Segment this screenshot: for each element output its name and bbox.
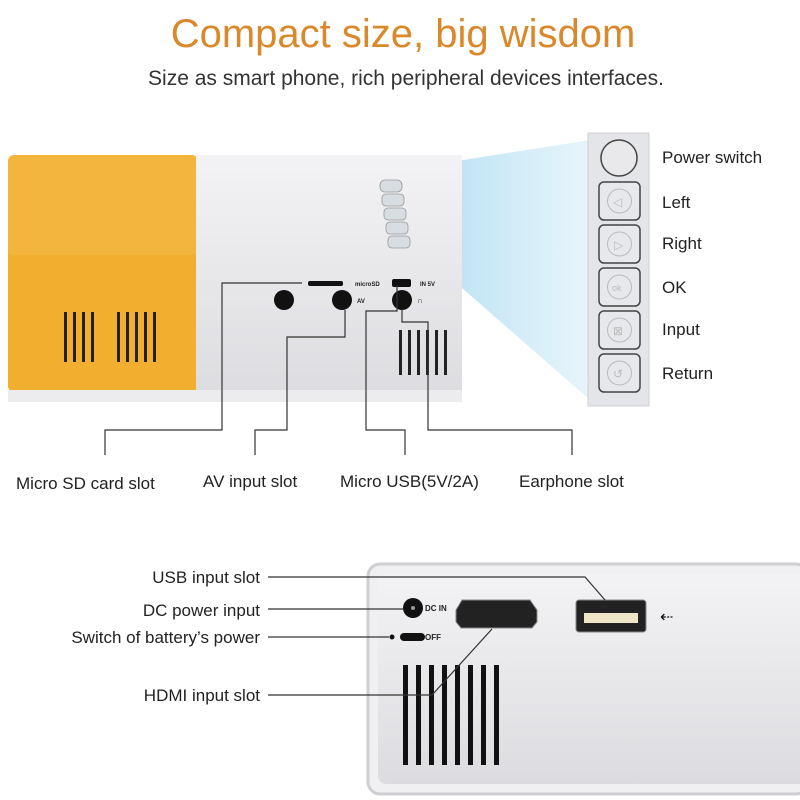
- projector-side-view: microSD IN 5V AV ∩: [8, 155, 462, 402]
- label-hdmi-input-slot: HDMI input slot: [144, 686, 260, 705]
- rear-vent: [403, 665, 499, 765]
- label-right: Right: [662, 234, 702, 253]
- control-panel: ◁ ▷ ok ⊠ ↺: [587, 132, 650, 407]
- projector-rear-view: DC IN OFF ⇠: [366, 562, 800, 796]
- page-subtitle: Size as smart phone, rich peripheral dev…: [148, 67, 664, 90]
- left-arrow-icon: ◁: [613, 195, 623, 209]
- label-dc-power-input: DC power input: [143, 601, 260, 620]
- microsd-mark: microSD: [355, 282, 380, 288]
- label-battery-switch: Switch of battery’s power: [71, 628, 260, 647]
- headphone-icon: ∩: [417, 296, 423, 305]
- label-earphone-slot: Earphone slot: [519, 472, 624, 491]
- right-arrow-icon: ▷: [614, 238, 624, 252]
- usb-mark: IN 5V: [420, 282, 435, 288]
- label-left: Left: [662, 193, 691, 212]
- power-button-icon: [600, 139, 638, 177]
- av-mark: AV: [357, 299, 365, 305]
- vent-orange: [64, 312, 156, 362]
- av-jack: [332, 290, 352, 310]
- label-av-input-slot: AV input slot: [203, 472, 297, 491]
- label-input: Input: [662, 320, 700, 339]
- off-mark: OFF: [425, 633, 441, 642]
- label-micro-usb: Micro USB(5V/2A): [340, 472, 479, 491]
- ok-icon: ok: [612, 283, 622, 293]
- micro-usb-port: [392, 279, 411, 287]
- label-return: Return: [662, 364, 713, 383]
- usb-symbol-icon: ⇠: [660, 609, 673, 626]
- battery-switch: [400, 633, 425, 641]
- return-icon: ↺: [613, 367, 623, 381]
- top-buttons-mini: [379, 179, 411, 249]
- page-title: Compact size, big wisdom: [170, 12, 636, 56]
- dc-in-mark: DC IN: [425, 604, 447, 613]
- label-power-switch: Power switch: [662, 148, 762, 167]
- hdmi-port: [455, 599, 538, 629]
- unknown-jack: [274, 290, 294, 310]
- label-micro-sd-slot: Micro SD card slot: [16, 474, 155, 493]
- label-usb-input-slot: USB input slot: [152, 568, 260, 587]
- earphone-jack: [392, 290, 412, 310]
- input-icon: ⊠: [613, 324, 623, 338]
- label-ok: OK: [662, 278, 687, 297]
- microsd-slot: [308, 281, 343, 286]
